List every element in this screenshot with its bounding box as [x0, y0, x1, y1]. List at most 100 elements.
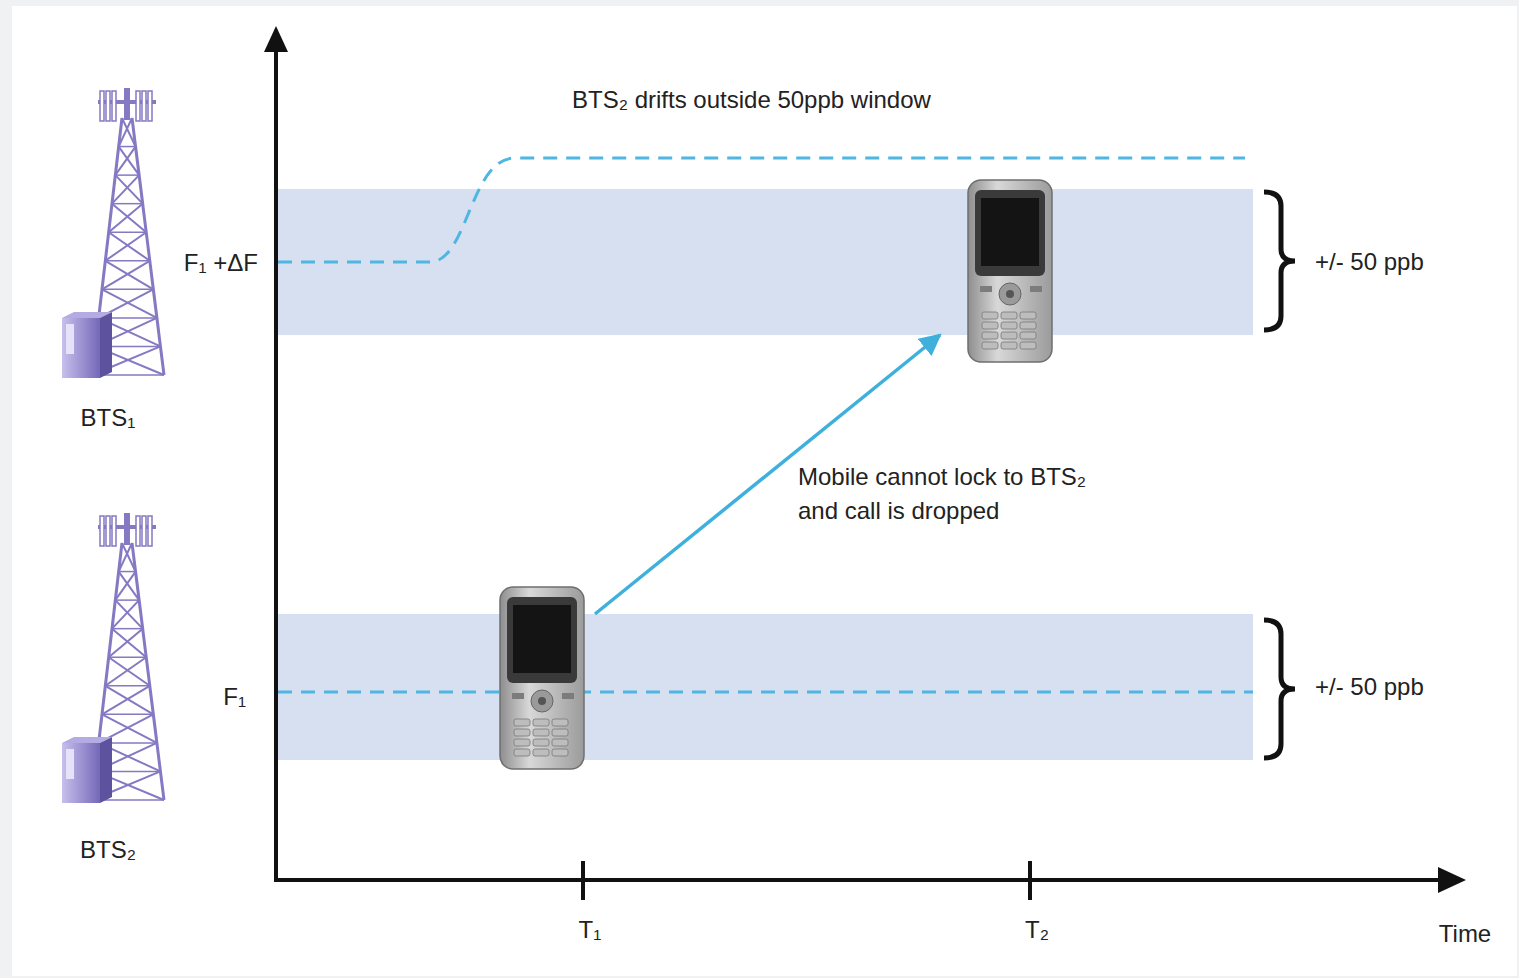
tower-brace — [112, 204, 146, 233]
phone-key — [1020, 312, 1036, 319]
tower-brace — [119, 147, 139, 176]
bracket — [1264, 192, 1295, 330]
antenna-panel — [106, 516, 110, 546]
time-tick-label: T₂ — [1025, 916, 1049, 944]
tower-brace — [105, 686, 153, 715]
panel — [12, 6, 1517, 976]
phone-key — [514, 729, 530, 736]
phone-key — [552, 739, 568, 746]
tower-rung — [109, 231, 147, 233]
phone-bezel — [975, 190, 1045, 276]
phone-soft-key — [1030, 286, 1042, 292]
phone-key — [533, 729, 549, 736]
antenna-panel — [100, 516, 104, 546]
tower-brace — [115, 600, 142, 629]
mobile-phone — [500, 587, 584, 769]
phone-key — [514, 719, 530, 726]
y-axis-arrowhead — [264, 26, 288, 52]
cabinet-panel — [66, 749, 74, 779]
antenna-panel — [148, 516, 152, 546]
drifting-frequency-trace — [278, 158, 1245, 262]
antenna-panel — [136, 91, 140, 121]
tolerance-band: +/- 50 ppb — [278, 189, 1253, 335]
phone-key — [1001, 332, 1017, 339]
base-station-tower — [62, 88, 164, 378]
phone-bezel — [507, 597, 577, 683]
tower-rung — [119, 146, 136, 148]
phone-key — [1020, 332, 1036, 339]
tower-brace — [102, 261, 150, 290]
antenna-panel — [136, 516, 140, 546]
tower-brace — [122, 118, 136, 147]
tower-brace — [115, 175, 142, 204]
phone-key — [514, 739, 530, 746]
frequency-trace — [278, 691, 1253, 694]
tower-brace — [109, 232, 150, 261]
phone-key — [1001, 322, 1017, 329]
phone-soft-key — [980, 286, 992, 292]
time-tick — [581, 861, 585, 900]
antenna-panel — [100, 91, 104, 121]
tower-brace — [102, 686, 150, 715]
tower-brace — [119, 543, 132, 572]
tower-brace — [105, 232, 146, 261]
phone-key — [982, 322, 998, 329]
phone-screen — [513, 605, 571, 673]
frequency-label: F₁ — [223, 683, 246, 711]
antenna-panel — [112, 516, 116, 546]
tower-brace — [112, 629, 146, 658]
phone-key — [1020, 322, 1036, 329]
tower-rung — [112, 628, 143, 630]
phone-key — [552, 729, 568, 736]
arrow-annotation: Mobile cannot lock to BTS₂ and call is d… — [798, 460, 1116, 527]
tower-brace — [119, 118, 132, 147]
phone-key — [533, 749, 549, 756]
station-label: BTS₁ — [81, 404, 136, 432]
station-label: BTS₂ — [80, 836, 136, 864]
tower-brace — [119, 572, 139, 601]
phone-soft-key — [512, 693, 524, 699]
tower-rung — [105, 685, 149, 687]
equipment-cabinet-side — [100, 737, 112, 803]
bracket — [1264, 620, 1295, 758]
tower-brace — [105, 657, 146, 686]
equipment-cabinet-side — [100, 312, 112, 378]
antenna-panel — [148, 91, 152, 121]
phone-nav-key — [999, 283, 1021, 305]
antenna-panel — [106, 91, 110, 121]
phone-key — [1020, 342, 1036, 349]
equipment-cabinet — [62, 318, 100, 378]
tower-brace — [115, 147, 135, 176]
phone-nav-key — [531, 690, 553, 712]
phone-body — [968, 180, 1052, 362]
phone-key — [982, 342, 998, 349]
frequency-label: F₁ +ΔF — [184, 249, 258, 277]
phone-key — [552, 749, 568, 756]
phone-key — [1001, 312, 1017, 319]
tower-rung — [112, 203, 143, 205]
tolerance-band: +/- 50 ppb — [278, 614, 1253, 760]
phone-key — [533, 719, 549, 726]
base-station-tower — [62, 513, 164, 803]
phone-screen — [981, 198, 1039, 266]
phone-key — [552, 719, 568, 726]
phone-body — [500, 587, 584, 769]
tower-rung — [109, 656, 147, 658]
equipment-cabinet-top — [62, 312, 112, 318]
tolerance-label: +/- 50 ppb — [1315, 248, 1424, 276]
cabinet-panel — [66, 324, 74, 354]
time-tick-label: T₁ — [579, 916, 602, 944]
phone-soft-key — [562, 693, 574, 699]
tower-brace — [115, 572, 135, 601]
tolerance-band — [278, 614, 1253, 760]
phone-key — [982, 312, 998, 319]
mobile-phone — [968, 180, 1052, 362]
tower-brace — [105, 261, 153, 290]
phone-nav-center — [538, 697, 546, 705]
antenna-panel — [112, 91, 116, 121]
tower-rung — [115, 599, 139, 601]
x-axis — [274, 878, 1442, 882]
tolerance-label: +/- 50 ppb — [1315, 673, 1424, 701]
tower-rung — [102, 714, 153, 716]
